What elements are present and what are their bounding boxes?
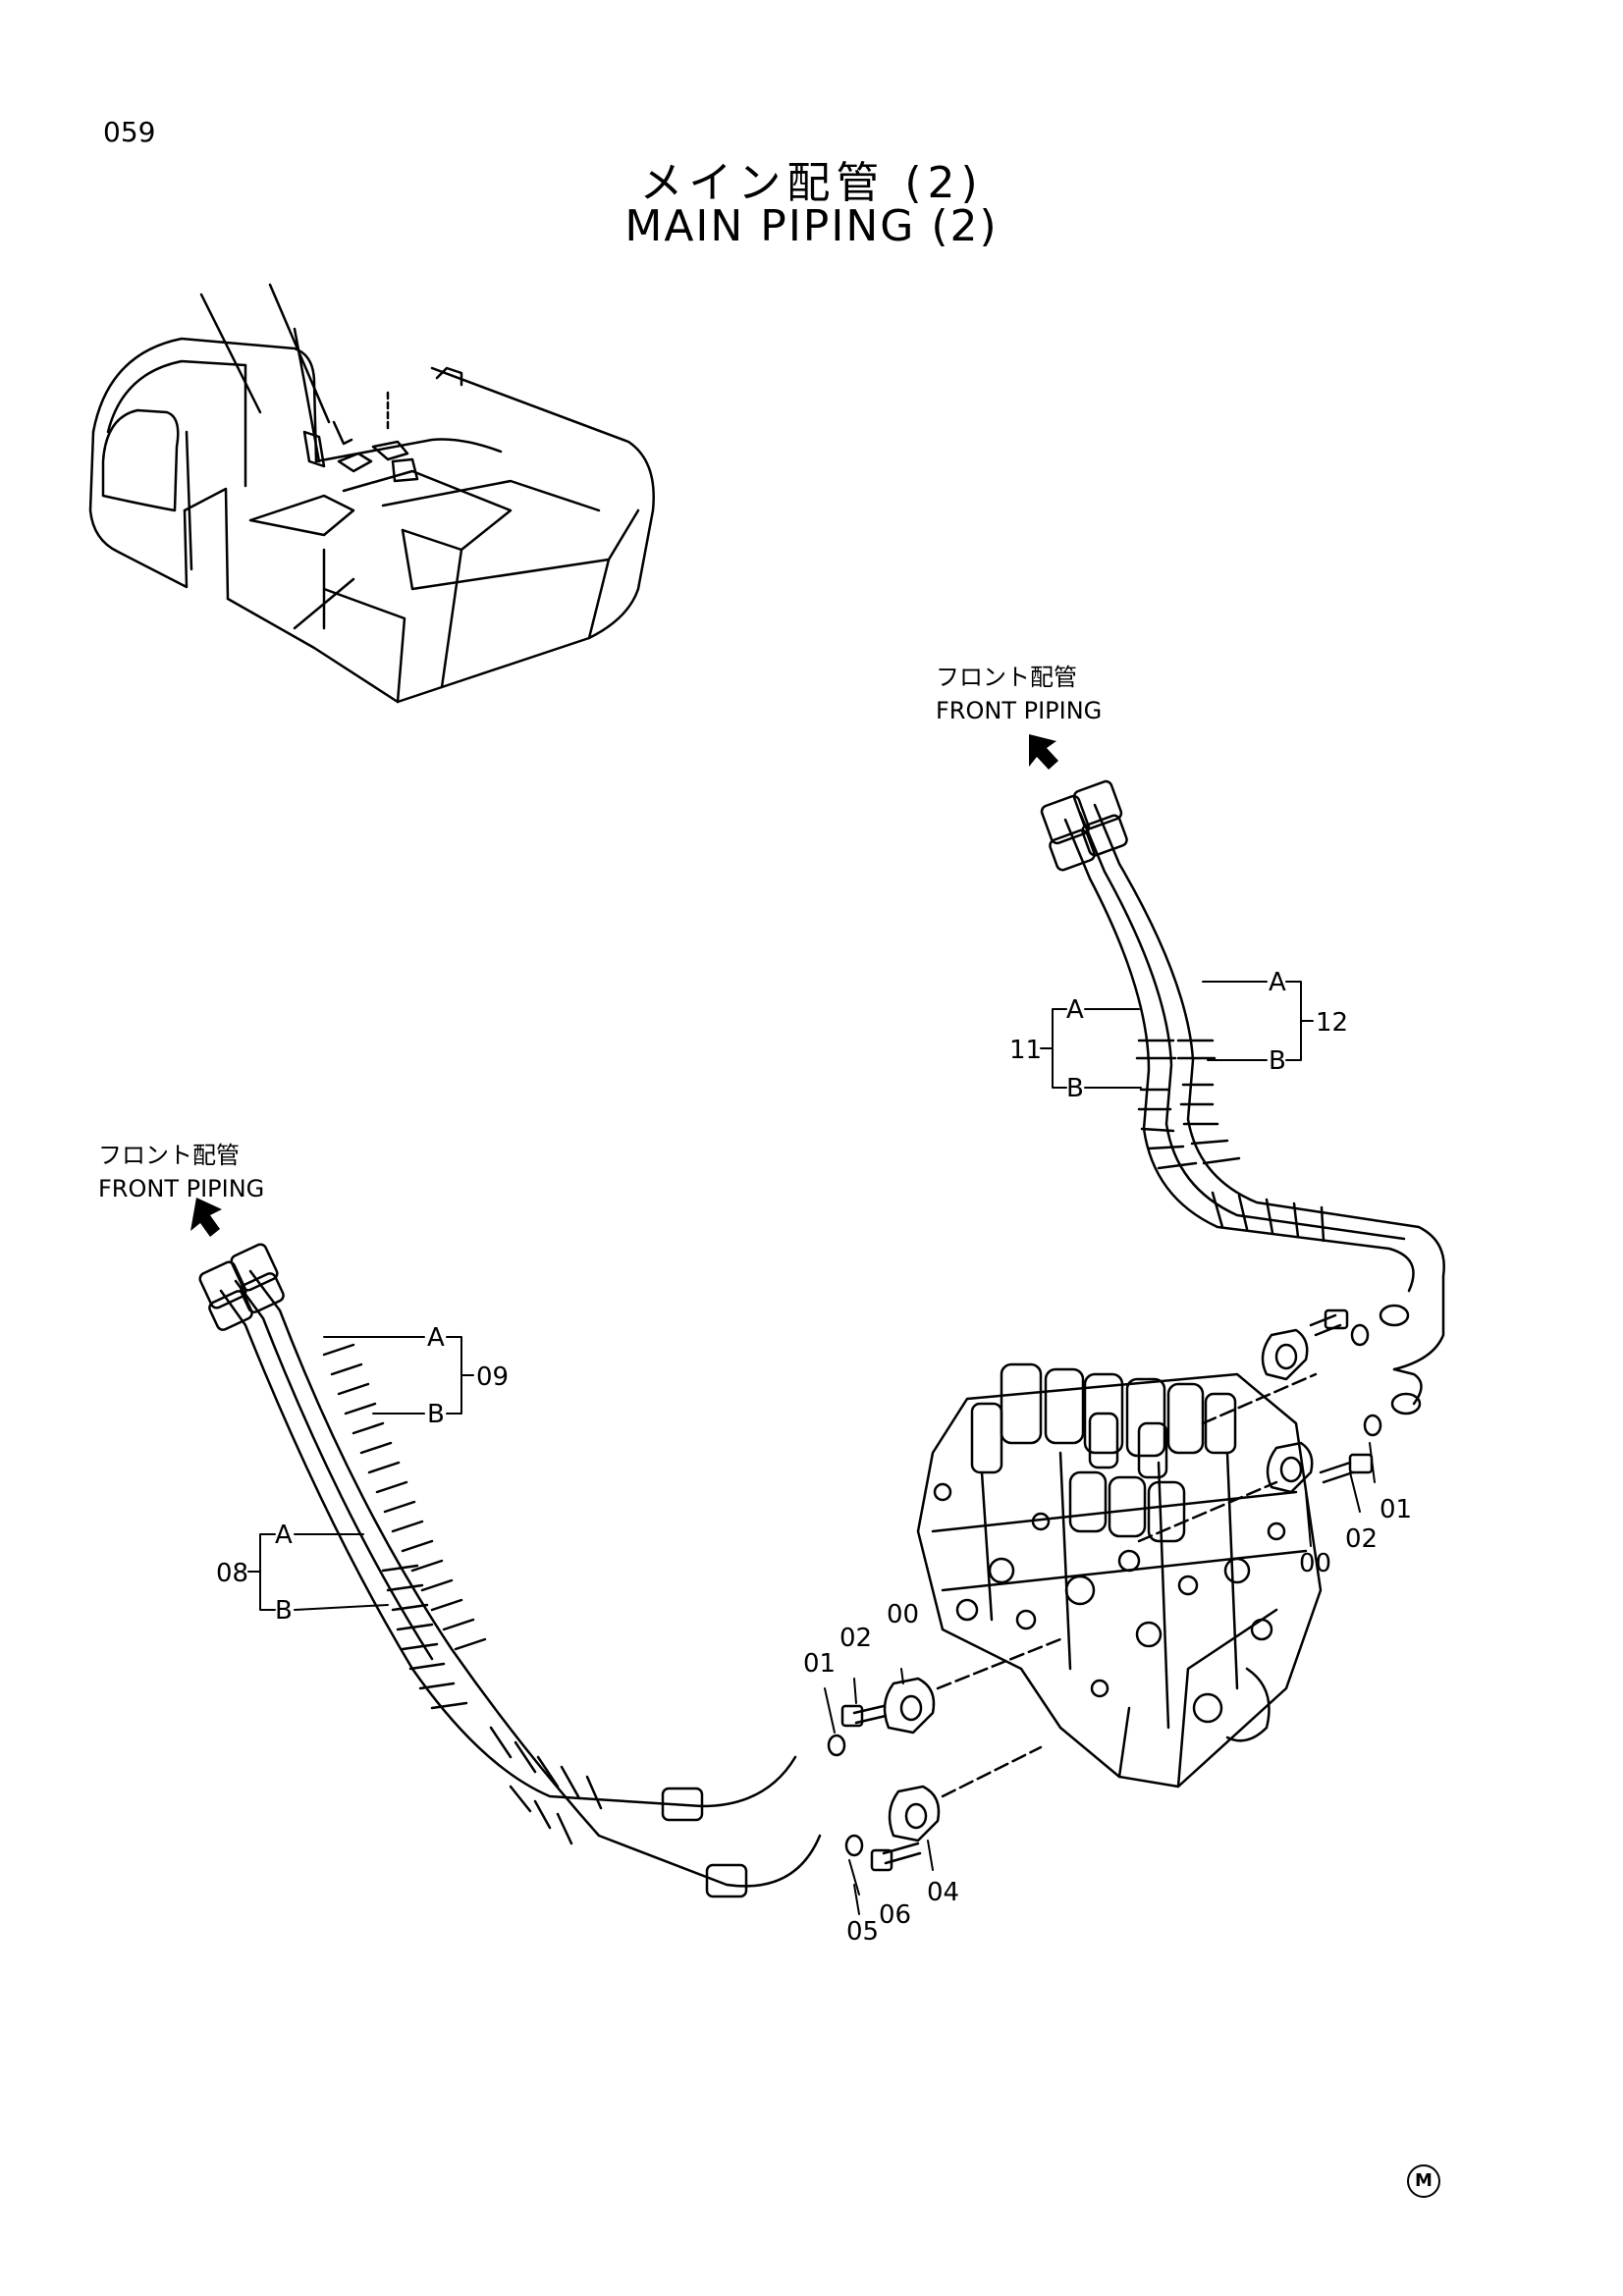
control-valve-illustration — [916, 1362, 1323, 1789]
part-label-04: 04 — [927, 1878, 960, 1907]
flange-kit-left-lower — [844, 1745, 1043, 1872]
part-label-08: 08 — [216, 1559, 249, 1588]
front-piping-callout-upper: フロント配管 FRONT PIPING — [936, 661, 1102, 727]
leader-lines — [247, 981, 1376, 1915]
excavator-overview-illustration — [88, 283, 655, 704]
page-title-japanese: メイン配管 (2) — [639, 158, 984, 208]
flange-kit-left-upper — [827, 1637, 1062, 1757]
part-label-05: 05 — [846, 1917, 880, 1947]
front-piping-japanese: フロント配管 — [98, 1142, 240, 1169]
arrow-icon-left — [190, 1198, 222, 1237]
part-label-08-b: B — [275, 1596, 293, 1626]
part-label-09-b: B — [427, 1400, 445, 1429]
part-label-01-right: 01 — [1380, 1495, 1413, 1524]
arrow-icon-upper — [1029, 734, 1058, 770]
flange-kit-right-lower — [1137, 1414, 1382, 1543]
part-label-11-b: B — [1066, 1074, 1084, 1103]
part-label-01-left: 01 — [803, 1649, 837, 1679]
direction-arrows — [190, 734, 1058, 1237]
circled-m-mark: M — [1407, 2164, 1440, 2198]
hose-assembly-11-12 — [1040, 779, 1445, 1415]
hose-assembly-08-09 — [198, 1243, 822, 1898]
page-number: 059 — [103, 116, 156, 148]
front-piping-japanese: フロント配管 — [936, 664, 1077, 691]
part-label-00-left: 00 — [887, 1600, 920, 1629]
part-label-00-right: 00 — [1299, 1549, 1332, 1578]
part-label-12: 12 — [1316, 1008, 1349, 1038]
front-piping-english: FRONT PIPING — [936, 697, 1103, 724]
part-label-08-a: A — [275, 1521, 293, 1550]
part-label-11-a: A — [1066, 995, 1084, 1025]
part-label-11: 11 — [1009, 1036, 1043, 1065]
front-piping-english: FRONT PIPING — [98, 1175, 265, 1202]
flange-kit-right-upper — [1201, 1308, 1370, 1425]
part-label-09: 09 — [476, 1362, 510, 1392]
part-label-09-a: A — [427, 1323, 445, 1353]
part-label-02-right: 02 — [1345, 1524, 1379, 1554]
page-title-english: MAIN PIPING (2) — [624, 201, 999, 251]
front-piping-callout-left: フロント配管 FRONT PIPING — [98, 1139, 264, 1205]
part-label-06: 06 — [879, 1900, 912, 1930]
part-label-12-b: B — [1269, 1046, 1286, 1076]
part-label-12-a: A — [1269, 968, 1286, 997]
part-label-02-left: 02 — [839, 1624, 873, 1653]
